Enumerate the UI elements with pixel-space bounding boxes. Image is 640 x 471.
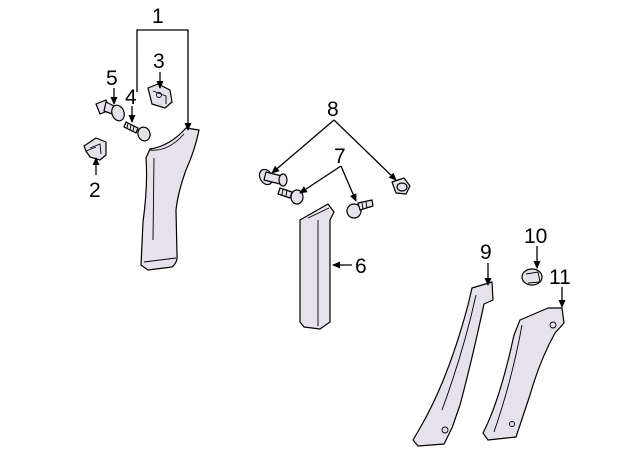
part-8-retainer-left: [258, 168, 288, 187]
part-5-retainer: [95, 99, 125, 122]
part-9-trim: [412, 281, 494, 447]
part-11-trim: [482, 307, 565, 441]
part-1-pillar-trim: [140, 127, 200, 271]
callout-11: 11: [549, 266, 571, 289]
part-2-nut-clip: [83, 137, 107, 161]
part-4-screw: [123, 121, 151, 142]
callout-8: 8: [327, 98, 339, 121]
callout-9: 9: [480, 241, 492, 264]
part-8-retainer-right: [391, 177, 411, 195]
leader-7-left: [299, 165, 342, 194]
leader-8-left: [271, 119, 335, 174]
leader-8-right: [333, 119, 397, 181]
callout-6: 6: [355, 255, 367, 278]
part-10-clip: [521, 268, 543, 286]
callout-10: 10: [524, 225, 547, 248]
part-7-screw-left: [277, 187, 304, 205]
callout-2: 2: [89, 179, 101, 202]
callout-5: 5: [106, 67, 118, 90]
callout-1: 1: [152, 5, 164, 28]
leader-1: [136, 29, 192, 131]
part-7-screw-right: [346, 199, 374, 219]
leader-7-right: [340, 165, 357, 202]
callout-3: 3: [153, 50, 165, 73]
part-6-pillar-trim: [299, 203, 335, 330]
callout-7: 7: [334, 145, 346, 168]
callout-4: 4: [125, 86, 137, 109]
